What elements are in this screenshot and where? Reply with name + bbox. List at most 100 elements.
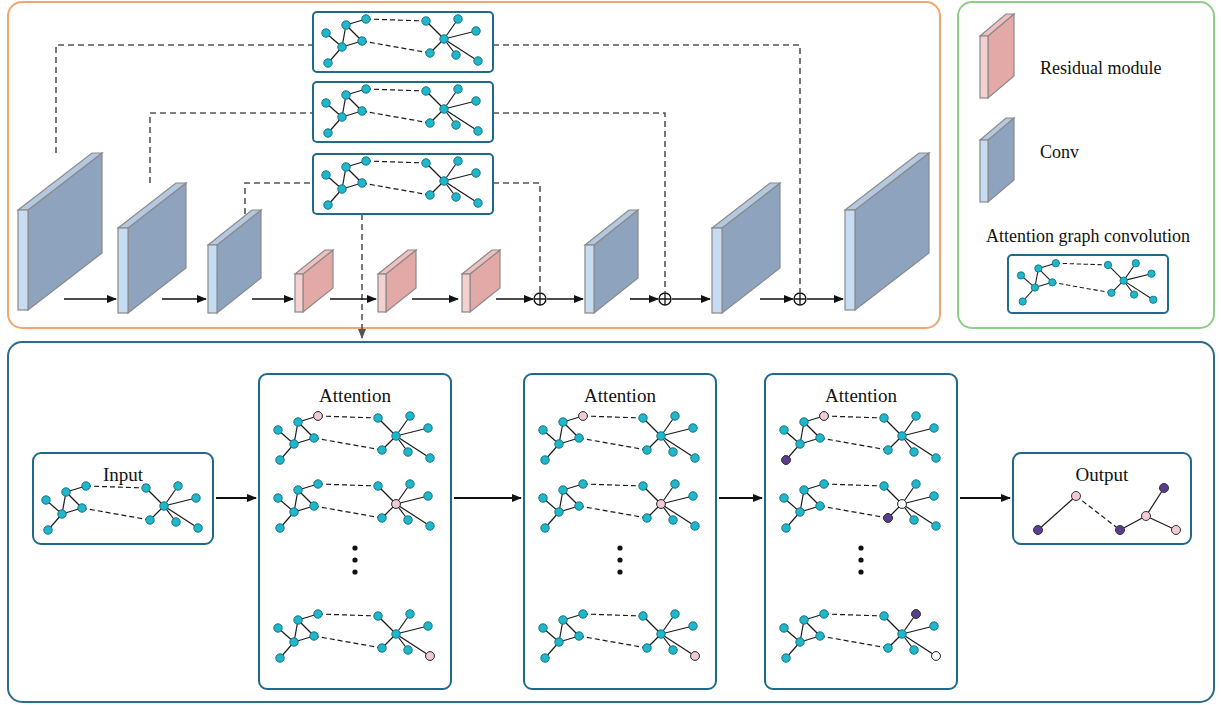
highlight-node [884,514,893,523]
graph-row [539,412,699,465]
stage-box: Output [1012,452,1192,545]
skip-lines [56,45,800,338]
conv-block [18,153,102,310]
legend-swatch [980,118,1014,202]
highlight-node [691,652,700,661]
highlight-node [932,652,941,661]
graph [539,480,699,532]
residual-block [295,250,333,312]
residual-block-front [462,274,470,312]
conv-block [208,210,261,313]
graph [539,610,699,662]
attention-graph-box [313,154,493,214]
flow-arrow [412,298,458,300]
highlight-node [426,652,435,661]
legend-graph-swatch [1008,255,1168,313]
legend-label: Conv [1040,142,1079,163]
conv-block-top [585,210,638,245]
highlight-node [898,500,907,509]
flow-connector [719,497,762,499]
attention-panel [8,342,1214,702]
flow-arrow [672,298,710,300]
legend-swatch [980,14,1014,98]
ellipsis-dot [352,557,357,562]
attention-graph-box [313,82,493,142]
graph [274,610,434,662]
highlight-node [782,456,791,465]
stage-box: Attention [523,373,717,690]
highlight-node [657,500,666,509]
flow-arrow [64,298,116,300]
stage-box: Input [32,452,214,545]
residual-block-top [462,250,500,274]
flow-arrow [807,298,843,300]
input-graph [42,482,202,534]
conv-block-front [585,245,594,313]
graph [274,412,434,464]
legend-swatch-top [980,14,1014,36]
conv-block-top [845,153,929,210]
sum-symbol [534,293,806,305]
legend-label: Residual module [1040,58,1161,79]
stage-box: Attention [258,373,452,690]
highlight-node [314,412,323,421]
flow-arrow [162,298,206,300]
graph [780,610,940,662]
flow-arrow [330,298,376,300]
blocks [18,14,1014,313]
stage-box: Attention [764,373,958,690]
stage-title: Attention [260,375,450,407]
graph-row [539,480,699,532]
residual-block-front [295,274,303,312]
graph-row [274,480,434,532]
residual-block [462,250,500,312]
ellipsis-dot [617,545,622,550]
legend-swatch-front [980,140,988,202]
conv-block-front [712,228,722,313]
legend-panel [958,2,1214,328]
highlight-node [579,412,588,421]
flow-arrow [760,298,793,300]
flow-connector [216,497,256,499]
legend-swatch-top [980,118,1014,140]
ellipsis-dot [617,557,622,562]
flow-arrow [252,298,293,300]
flow-connector [960,497,1010,499]
conv-block-front [208,245,217,313]
conv-block-front [118,228,128,313]
conv-block-front [845,210,855,310]
graph [780,412,940,464]
conv-block-top [18,153,102,210]
flow-arrow [547,298,583,300]
flow-connector [454,497,521,499]
ellipsis-dot [352,545,357,550]
ellipsis-dot [617,569,622,574]
residual-block [378,250,416,312]
graph [274,480,434,532]
ellipsis-dot [858,569,863,574]
legend-label: Attention graph convolution [986,226,1190,247]
graph [780,480,940,532]
stage-title: Attention [525,375,715,407]
output-graph [1034,484,1181,535]
highlight-node [820,412,829,421]
conv-block [118,183,186,313]
stage-title: Output [1014,454,1190,486]
conv-block [845,153,929,310]
flow-arrow [496,298,533,300]
flow-arrow [630,298,658,300]
conv-block-front [18,210,28,310]
ellipsis-dot [352,569,357,574]
graph [539,412,699,464]
legend-swatch-front [980,36,988,98]
graph-row [780,412,940,465]
attention-graphs [274,412,941,663]
stage-title: Input [34,454,212,486]
graph-row [539,610,700,662]
conv-block-top [712,183,780,228]
residual-block-front [378,274,386,312]
graph-row [780,480,940,532]
attention-graph-box [313,12,493,72]
highlight-node [392,500,401,509]
